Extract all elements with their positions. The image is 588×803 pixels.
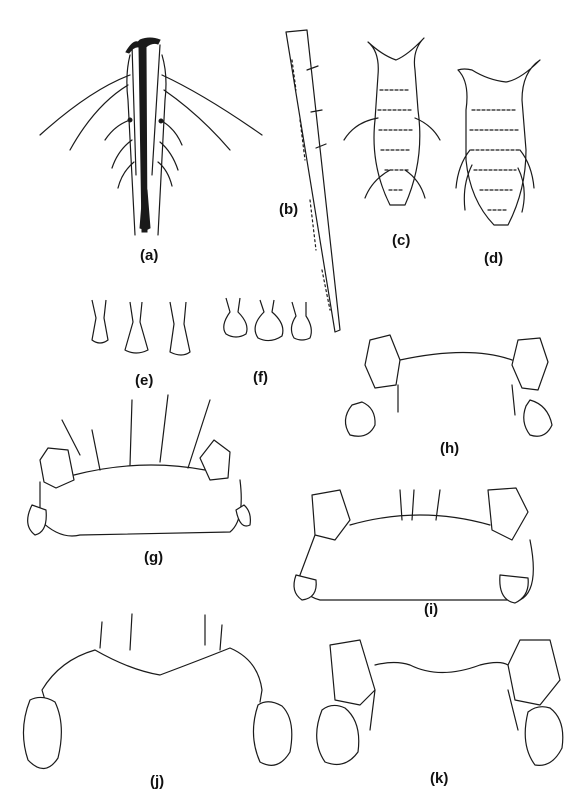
panel-label-j: (j) xyxy=(150,773,165,790)
panel-label-b: (b) xyxy=(279,201,299,218)
panel-label-g: (g) xyxy=(144,549,164,566)
panel-c-drawing xyxy=(343,37,441,206)
panel-k-drawing xyxy=(316,639,564,766)
panel-label-i: (i) xyxy=(424,601,439,618)
panel-d-drawing xyxy=(455,59,541,226)
panel-label-a: (a) xyxy=(140,247,159,264)
panel-label-f: (f) xyxy=(253,369,268,386)
panel-g-drawing xyxy=(27,394,251,537)
panel-j-drawing xyxy=(22,613,293,770)
panel-a-drawing xyxy=(39,37,263,236)
panel-label-c: (c) xyxy=(392,232,411,249)
panel-i-drawing xyxy=(293,487,534,604)
panel-h-drawing xyxy=(344,334,553,437)
panel-label-d: (d) xyxy=(484,250,504,267)
panel-e-drawing xyxy=(91,299,191,356)
panel-label-h: (h) xyxy=(440,440,460,457)
panel-f-drawing xyxy=(223,297,312,342)
panel-label-e: (e) xyxy=(135,372,154,389)
panel-b-drawing xyxy=(285,29,341,333)
panel-label-k: (k) xyxy=(430,770,449,787)
